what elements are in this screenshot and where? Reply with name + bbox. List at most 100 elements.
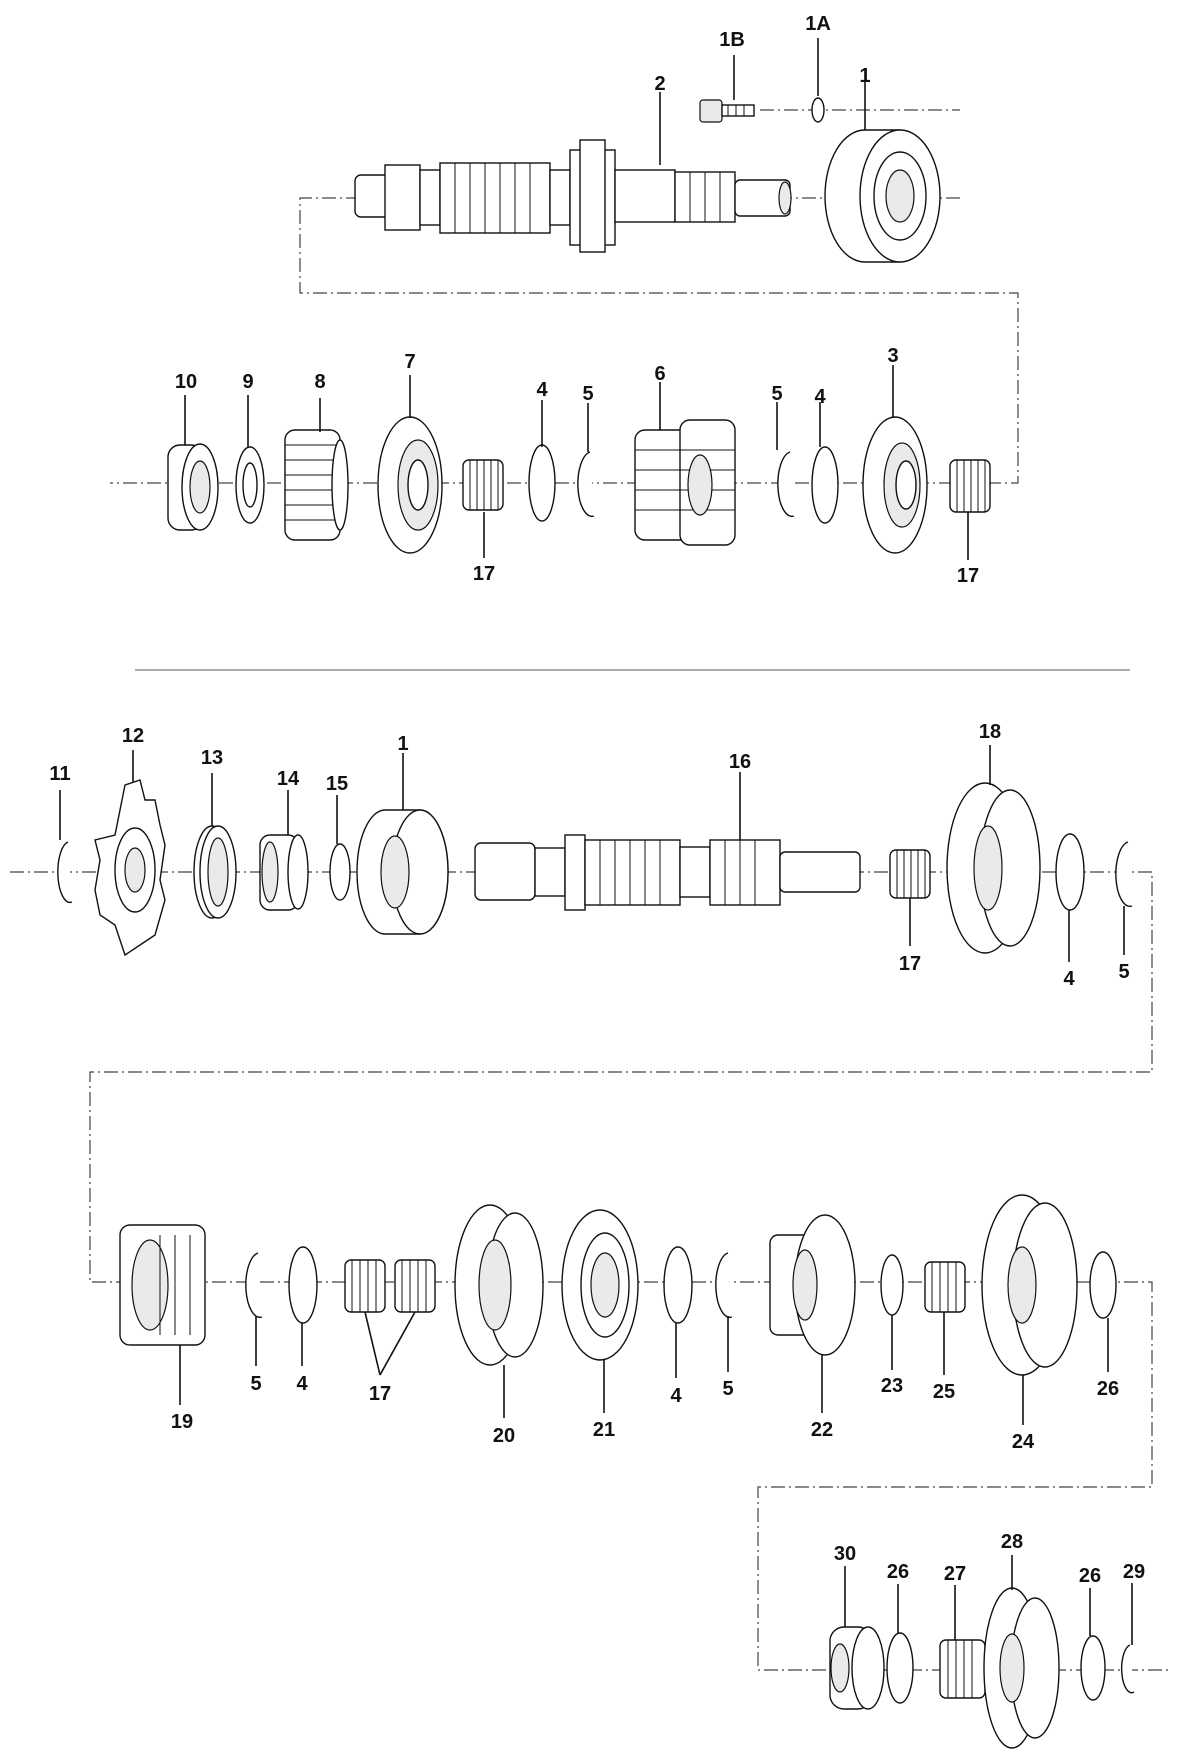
label-25: 25 — [933, 1381, 955, 1403]
label-17-d: 17 — [369, 1383, 391, 1405]
needle-bearing-17-b — [949, 459, 991, 513]
gear-20 — [454, 1204, 544, 1366]
label-18: 18 — [979, 721, 1001, 743]
label-12: 12 — [122, 725, 144, 747]
label-24: 24 — [1012, 1431, 1035, 1453]
label-30: 30 — [834, 1543, 856, 1565]
gear-28 — [983, 1587, 1060, 1749]
axis-line-top — [110, 197, 1019, 484]
label-20: 20 — [493, 1425, 515, 1447]
label-5-a: 5 — [582, 383, 593, 405]
bearing-30 — [829, 1626, 885, 1710]
circlip-5-e — [715, 1252, 733, 1319]
label-5-e: 5 — [722, 1378, 733, 1400]
label-4-e: 4 — [670, 1385, 682, 1407]
thrust-washer-4-a — [528, 444, 556, 522]
shift-gear-22 — [769, 1214, 856, 1356]
main-shaft-2 — [354, 139, 792, 253]
bearing-10 — [167, 443, 219, 531]
label-9: 9 — [242, 371, 253, 393]
label-5-b: 5 — [771, 383, 782, 405]
gear-18 — [946, 782, 1041, 954]
needle-bearing-17-a — [462, 459, 504, 511]
washer-9 — [235, 446, 265, 524]
shift-gear-19 — [119, 1224, 206, 1346]
gear-7 — [377, 416, 443, 554]
label-26-b: 26 — [887, 1561, 909, 1583]
needle-bearing-17-d1 — [344, 1259, 386, 1313]
bearing-1-mid — [356, 809, 449, 935]
part-number-labels: 1B 1A 1 2 10 9 8 7 4 5 6 5 4 3 17 17 11 … — [49, 13, 1145, 1587]
label-26-a: 26 — [1097, 1378, 1119, 1400]
label-11: 11 — [49, 763, 70, 785]
circlip-5-c — [1115, 841, 1133, 908]
label-7: 7 — [404, 351, 415, 373]
oil-seal-13 — [193, 825, 237, 919]
circlip-29 — [1120, 1644, 1135, 1694]
leader-lines-section-2 — [59, 745, 1133, 1645]
thrust-washer-4-e — [663, 1246, 693, 1324]
label-16: 16 — [729, 751, 751, 773]
label-13: 13 — [201, 747, 223, 769]
label-2: 2 — [654, 73, 665, 95]
gear-24 — [981, 1194, 1078, 1376]
label-19: 19 — [171, 1411, 193, 1433]
label-14: 14 — [277, 768, 300, 790]
label-15: 15 — [326, 773, 348, 795]
o-ring-15 — [329, 843, 351, 901]
bolt-1b — [699, 99, 755, 123]
thrust-washer-4-c — [1055, 833, 1085, 911]
label-26-c: 26 — [1079, 1565, 1101, 1587]
label-4-c: 4 — [1063, 968, 1075, 990]
label-1b: 1B — [719, 29, 745, 51]
label-1-top: 1 — [859, 65, 870, 87]
label-29: 29 — [1123, 1561, 1145, 1583]
label-1-mid: 1 — [397, 733, 408, 755]
label-21: 21 — [593, 1419, 615, 1441]
circlip-5-b — [777, 451, 795, 518]
needle-bearing-17-d2 — [394, 1259, 436, 1313]
washer-26-b — [886, 1632, 914, 1704]
needle-bearing-25 — [924, 1261, 966, 1313]
bearing-1-top — [824, 129, 941, 263]
needle-bearing-27 — [939, 1639, 986, 1699]
leader-lines-section-1 — [184, 38, 969, 560]
label-10: 10 — [175, 371, 197, 393]
main-shaft-section — [110, 38, 1019, 560]
washer-26-c — [1080, 1635, 1106, 1701]
label-22: 22 — [811, 1419, 833, 1441]
shift-gear-6 — [634, 419, 736, 546]
label-4-a: 4 — [536, 379, 548, 401]
label-6: 6 — [654, 363, 665, 385]
countershaft-16 — [474, 834, 861, 911]
label-3: 3 — [887, 345, 898, 367]
washer-26-a — [1089, 1251, 1117, 1319]
gear-21 — [561, 1209, 639, 1361]
needle-bearing-17-c — [889, 849, 931, 899]
label-4-b: 4 — [814, 386, 826, 408]
washer-23 — [880, 1254, 904, 1316]
label-27: 27 — [944, 1563, 966, 1585]
sprocket-12 — [94, 779, 166, 957]
circlip-11 — [57, 841, 73, 904]
spacer-14 — [259, 834, 309, 911]
countershaft-section — [10, 745, 1170, 1749]
circlip-5-a — [577, 451, 595, 518]
label-5-d: 5 — [250, 1373, 261, 1395]
label-5-c: 5 — [1118, 961, 1129, 983]
label-17-b: 17 — [957, 565, 979, 587]
label-17-c: 17 — [899, 953, 921, 975]
gear-3 — [862, 416, 928, 554]
gear-8 — [284, 429, 349, 541]
circlip-5-d — [245, 1252, 263, 1319]
label-1a: 1A — [805, 13, 831, 35]
washer-1a — [811, 97, 825, 123]
label-28: 28 — [1001, 1531, 1023, 1553]
label-8: 8 — [314, 371, 325, 393]
label-17-a: 17 — [473, 563, 495, 585]
label-4-d: 4 — [296, 1373, 308, 1395]
label-23: 23 — [881, 1375, 903, 1397]
thrust-washer-4-b — [811, 446, 839, 524]
